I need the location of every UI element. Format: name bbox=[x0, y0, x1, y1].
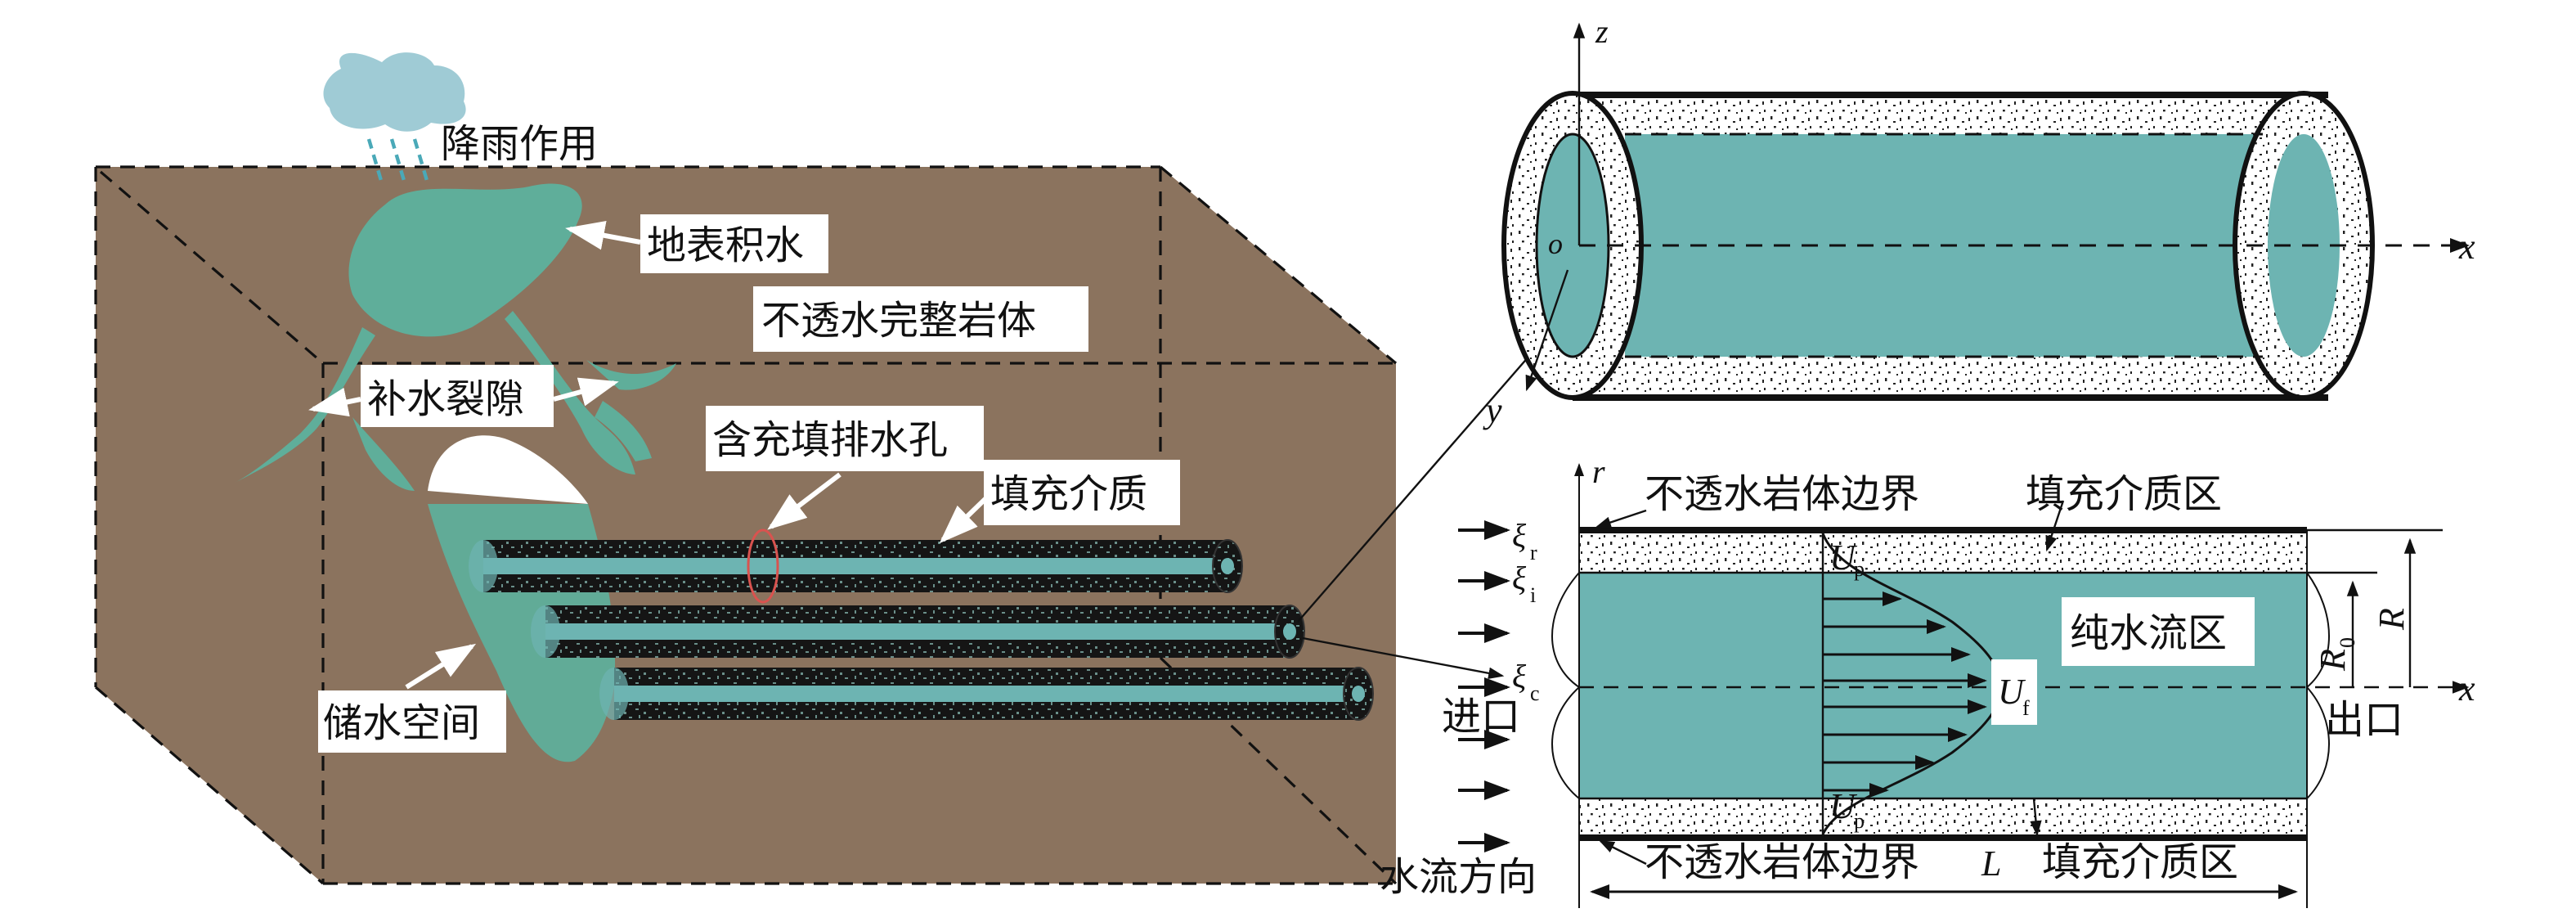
axis-r-label: r bbox=[1592, 453, 1605, 490]
svg-text:U: U bbox=[1998, 672, 2026, 712]
pure-flow-label: 纯水流区 bbox=[2070, 610, 2227, 656]
up-top-label: Up bbox=[1829, 537, 1865, 581]
label-storage: 储水空间 bbox=[318, 643, 506, 753]
svg-text:储水空间: 储水空间 bbox=[323, 700, 480, 746]
r0-label: R0 bbox=[2313, 637, 2359, 672]
svg-text:ξ: ξ bbox=[1512, 560, 1527, 596]
bottom-fill-label: 填充介质区 bbox=[2042, 839, 2238, 885]
rain-label: 降雨作用 bbox=[441, 121, 598, 167]
drain-pipe bbox=[469, 539, 1243, 593]
top-boundary-label: 不透水岩体边界 bbox=[1645, 471, 1919, 517]
svg-text:R: R bbox=[2372, 608, 2412, 631]
drain-pipe bbox=[531, 605, 1305, 659]
inlet-label: 进口 bbox=[1442, 694, 1520, 740]
axis-z-label: z bbox=[1595, 13, 1609, 50]
label-rock: 不透水完整岩体 bbox=[753, 286, 1088, 352]
drain-pipe bbox=[599, 667, 1374, 721]
inflow-arrows bbox=[1458, 520, 1510, 852]
svg-text:ξ: ξ bbox=[1512, 517, 1527, 554]
drain-pipes bbox=[469, 528, 1374, 721]
svg-text:R: R bbox=[2313, 649, 2353, 672]
axis-x-label: x bbox=[2458, 668, 2475, 708]
svg-text:p: p bbox=[1854, 557, 1865, 581]
svg-text:补水裂隙: 补水裂隙 bbox=[367, 376, 524, 422]
rock-block bbox=[94, 165, 1398, 885]
cloud-icon bbox=[323, 52, 466, 132]
length-label: L bbox=[1981, 843, 2001, 884]
axis-x-label: x bbox=[2458, 227, 2475, 267]
svg-text:地表积水: 地表积水 bbox=[647, 223, 804, 268]
top-fill-label: 填充介质区 bbox=[2026, 471, 2222, 517]
label-drain-hole: 含充填排水孔 bbox=[706, 406, 984, 530]
cylinder-3d: z x y o bbox=[1483, 13, 2475, 430]
svg-text:f: f bbox=[2022, 696, 2030, 720]
svg-text:U: U bbox=[1829, 786, 1858, 826]
svg-text:含充填排水孔: 含充填排水孔 bbox=[712, 417, 948, 463]
up-bottom-label: Up bbox=[1829, 786, 1865, 833]
svg-text:r: r bbox=[1530, 541, 1537, 564]
rain-drops-icon bbox=[366, 138, 430, 184]
velocity-arrows bbox=[1823, 591, 1987, 798]
cross-section: r x 不透水岩体边界 填充介质区 不透水岩体边界 L 填充介质区 纯水流区 进… bbox=[1380, 453, 2475, 908]
flow-direction-label: 水流方向 bbox=[1380, 854, 1537, 900]
svg-text:0: 0 bbox=[2336, 637, 2359, 648]
r-label: R bbox=[2372, 608, 2412, 631]
uf-label: Uf bbox=[1998, 672, 2030, 720]
label-fracture: 补水裂隙 bbox=[308, 365, 619, 427]
svg-text:不透水完整岩体: 不透水完整岩体 bbox=[761, 298, 1036, 344]
bottom-boundary-label: 不透水岩体边界 bbox=[1645, 839, 1919, 885]
svg-text:i: i bbox=[1530, 583, 1536, 607]
svg-text:c: c bbox=[1530, 681, 1540, 705]
connector-line bbox=[1297, 330, 1552, 623]
svg-text:p: p bbox=[1854, 809, 1865, 833]
highlight-ring bbox=[747, 528, 779, 604]
label-fill-medium: 填充介质 bbox=[939, 460, 1180, 544]
svg-text:U: U bbox=[1829, 537, 1858, 578]
axis-y-label: y bbox=[1483, 390, 1502, 430]
label-surface-water: 地表积水 bbox=[565, 214, 828, 273]
connector-line bbox=[1302, 636, 1505, 679]
surface-water bbox=[235, 183, 676, 491]
svg-text:填充介质: 填充介质 bbox=[990, 471, 1147, 517]
outlet-label: 出口 bbox=[2325, 697, 2403, 743]
origin-label: o bbox=[1548, 227, 1563, 260]
svg-text:ξ: ξ bbox=[1512, 658, 1527, 695]
